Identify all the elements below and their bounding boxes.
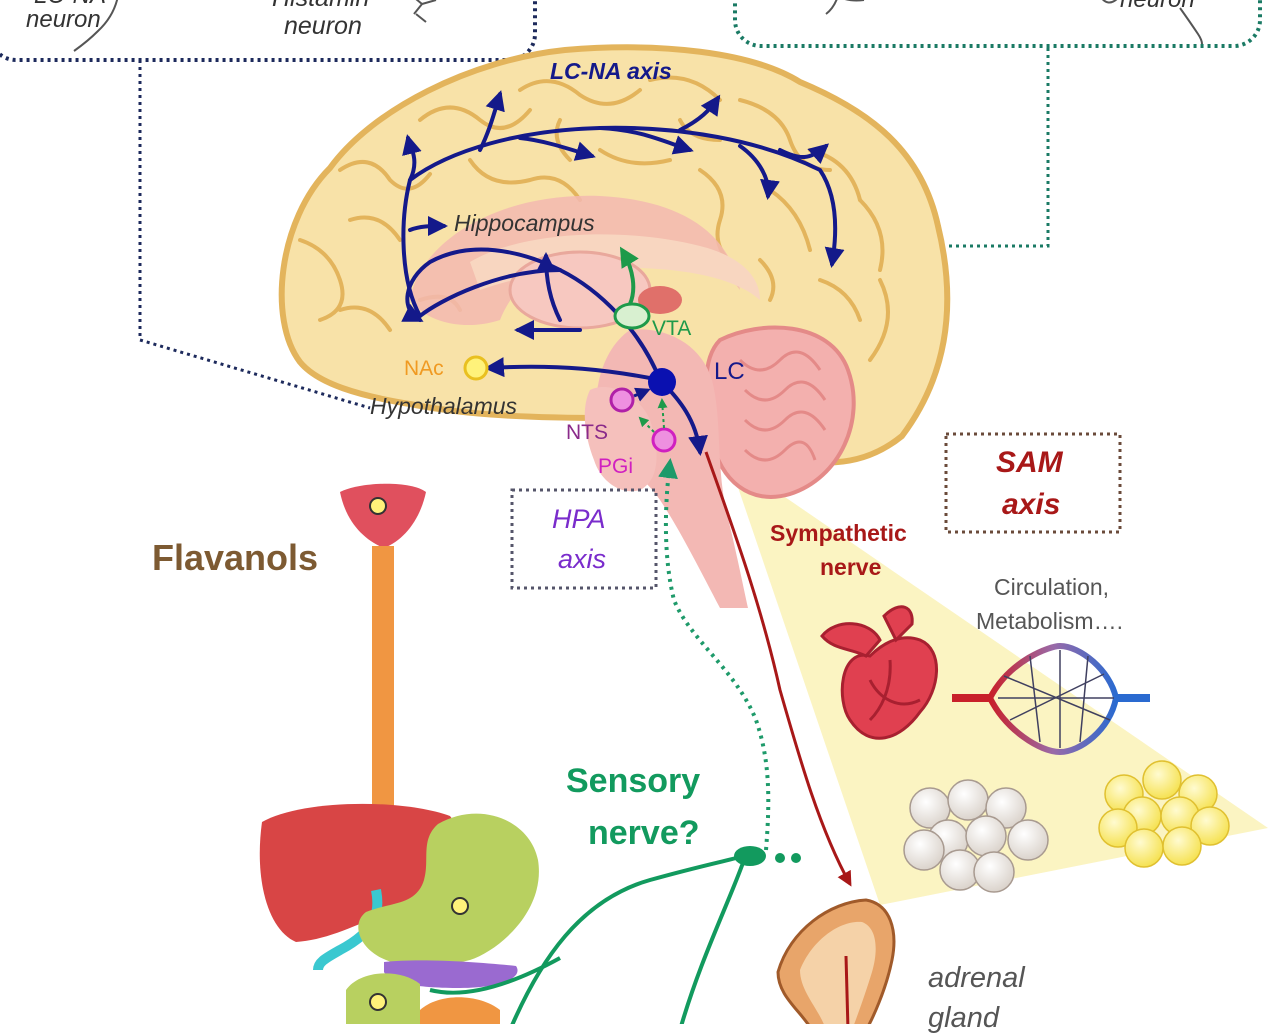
heart-icon [820, 605, 938, 740]
sympathetic-nerve-label-2: nerve [820, 554, 882, 580]
lc-label: LC [714, 358, 745, 385]
sensory-ganglion [734, 846, 766, 866]
nts-to-lc-arrow [633, 387, 651, 402]
bile-duct [313, 889, 383, 971]
hpa-axis-label-1: HPA [552, 504, 606, 534]
sympathetic-nerve-label-1: Sympathetic [770, 520, 907, 546]
sensory-ganglion-terminal-2 [791, 853, 801, 863]
sensory-nerve-fiber-2 [429, 956, 561, 995]
hippocampus-label: Hippocampus [454, 210, 595, 236]
flavanol-marker [369, 497, 387, 515]
vta-projection [619, 246, 639, 305]
esophagus [372, 546, 394, 826]
sensory-ganglion-terminal [775, 853, 785, 863]
lc-na-axis-label: LC-NA axis [550, 58, 672, 84]
vta-node [613, 302, 651, 330]
intestine-flavanol-marker [369, 993, 387, 1011]
sensory-nerve-fiber-3 [679, 859, 746, 1024]
hpa-axis-label-2: axis [558, 544, 607, 574]
nts-node [609, 387, 635, 413]
pgi-node [651, 427, 677, 453]
adrenal-gland-icon [776, 898, 896, 1024]
lc-na-neuron-label-1: LC-NA [34, 0, 106, 8]
mouth-shape [340, 483, 426, 548]
stomach-shape [358, 813, 539, 966]
sensory-nerve-label-2: nerve? [588, 814, 700, 852]
sam-axis-label-1: SAM [996, 446, 1063, 479]
cerebellum-folia [738, 350, 827, 462]
vta-label: VTA [652, 317, 692, 340]
sam-axis-box [944, 432, 1122, 534]
pons-medulla [584, 386, 657, 492]
limbic-region [410, 195, 740, 326]
sympathetic-nerve-path [704, 451, 852, 887]
red-nucleus [638, 286, 682, 314]
histamin-neuron-label-1: Histamin [272, 0, 369, 11]
sensory-dotted-path [658, 458, 771, 851]
pgi-label: PGi [598, 455, 634, 478]
nac-node [463, 355, 489, 381]
right-neuron-label: neuron [1120, 0, 1195, 12]
fat-cell-cluster [1098, 760, 1230, 868]
nac-label: NAc [404, 357, 444, 380]
capillary-network-icon [952, 642, 1150, 756]
sensory-nerve-fiber [510, 854, 745, 1024]
lc-na-neuron-label-2: neuron [26, 6, 101, 33]
adrenal-gland-label-2: gland [928, 1002, 999, 1034]
circulation-label-1: Circulation, [994, 574, 1110, 600]
lc-na-projections [401, 90, 845, 456]
cerebellum [704, 325, 856, 499]
right-neuron-box [733, 0, 1262, 48]
hpa-axis-box [510, 488, 658, 590]
histamin-neuron-label-2: neuron [284, 12, 362, 40]
pgi-to-lc-arrow [657, 398, 668, 429]
circulation-label-2: Metabolism…. [976, 608, 1123, 634]
lc-node [648, 368, 676, 396]
flavanols-label: Flavanols [152, 537, 319, 578]
adrenal-gland-label-1: adrenal [928, 962, 1025, 994]
sensory-nerve-label-1: Sensory [566, 762, 701, 800]
connector-dotted-left [138, 60, 371, 410]
liver-shape [259, 803, 458, 942]
pancreas-shape [384, 960, 518, 988]
sam-axis-label-2: axis [1002, 488, 1061, 521]
intestine-shape [420, 997, 500, 1024]
connector-dotted-right [590, 48, 1050, 248]
nts-label: NTS [566, 421, 608, 444]
hypothalamus-label: Hypothalamus [370, 393, 518, 419]
grey-cell-cluster [903, 779, 1049, 893]
stomach-flavanol-marker [451, 897, 469, 915]
neuron-sketch-icon [73, 0, 1203, 52]
